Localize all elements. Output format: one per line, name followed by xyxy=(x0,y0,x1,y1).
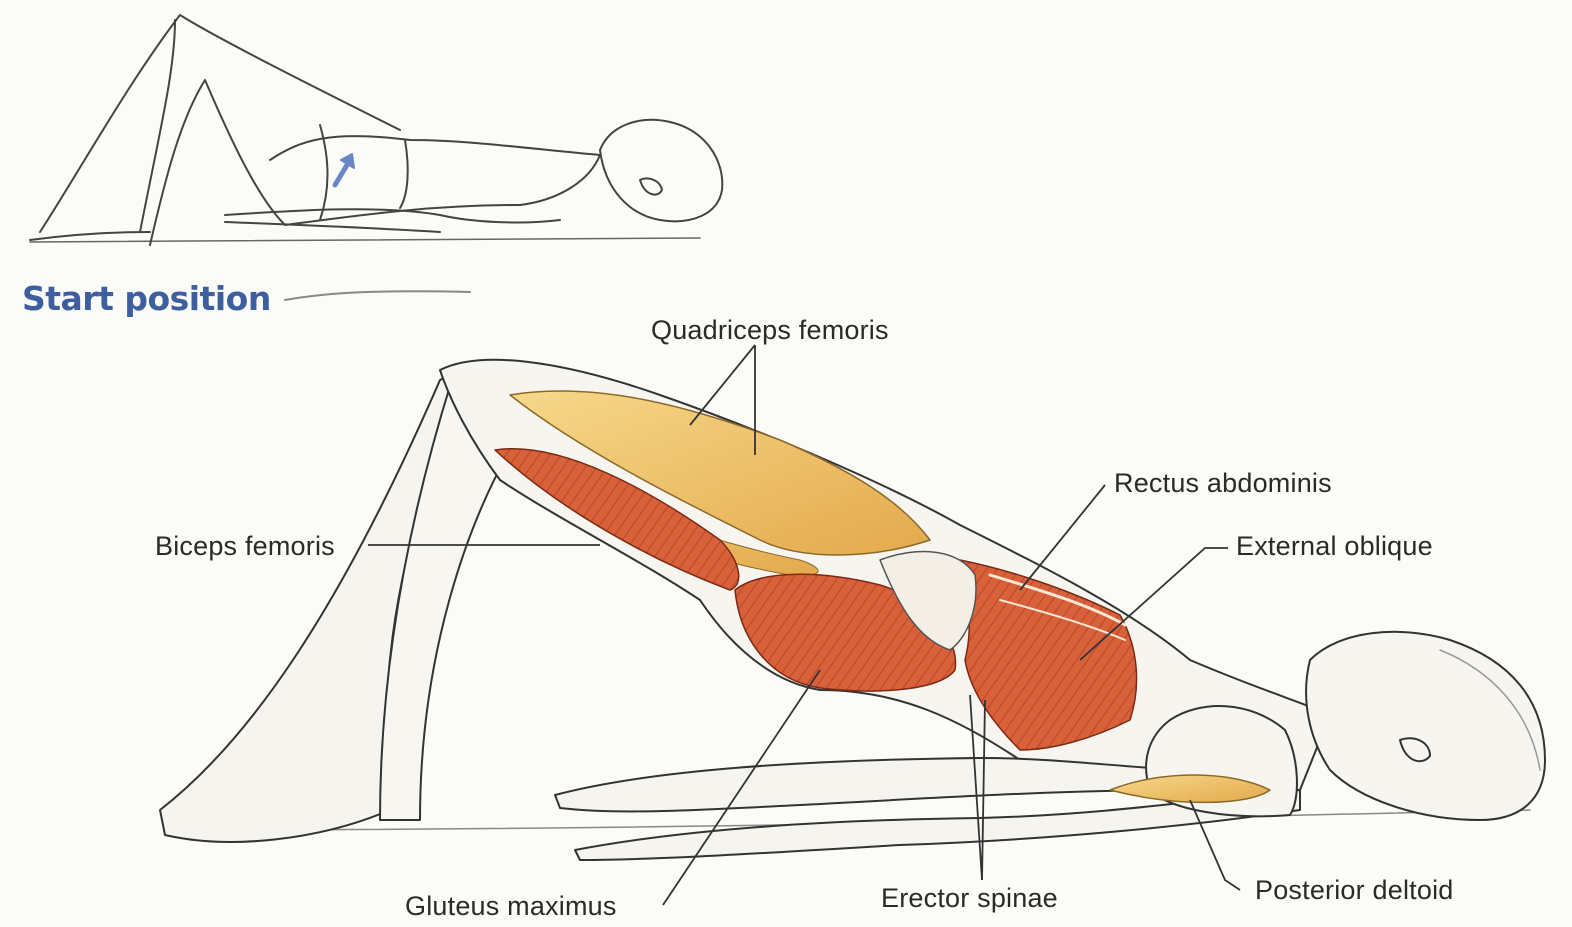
leader-rectus xyxy=(1020,485,1105,590)
label-posterior-deltoid: Posterior deltoid xyxy=(1255,877,1454,904)
label-external-oblique: External oblique xyxy=(1236,533,1433,560)
label-erector-spinae: Erector spinae xyxy=(881,885,1058,912)
start-position-figure xyxy=(30,15,722,300)
label-quadriceps-femoris: Quadriceps femoris xyxy=(651,317,889,344)
label-biceps-femoris: Biceps femoris xyxy=(155,533,335,560)
start-position-caption: Start position xyxy=(22,282,271,315)
bridge-figure xyxy=(160,360,1545,860)
leader-quadriceps-a xyxy=(690,345,755,425)
label-rectus-abdominis: Rectus abdominis xyxy=(1114,470,1332,497)
label-gluteus-maximus: Gluteus maximus xyxy=(405,893,617,920)
